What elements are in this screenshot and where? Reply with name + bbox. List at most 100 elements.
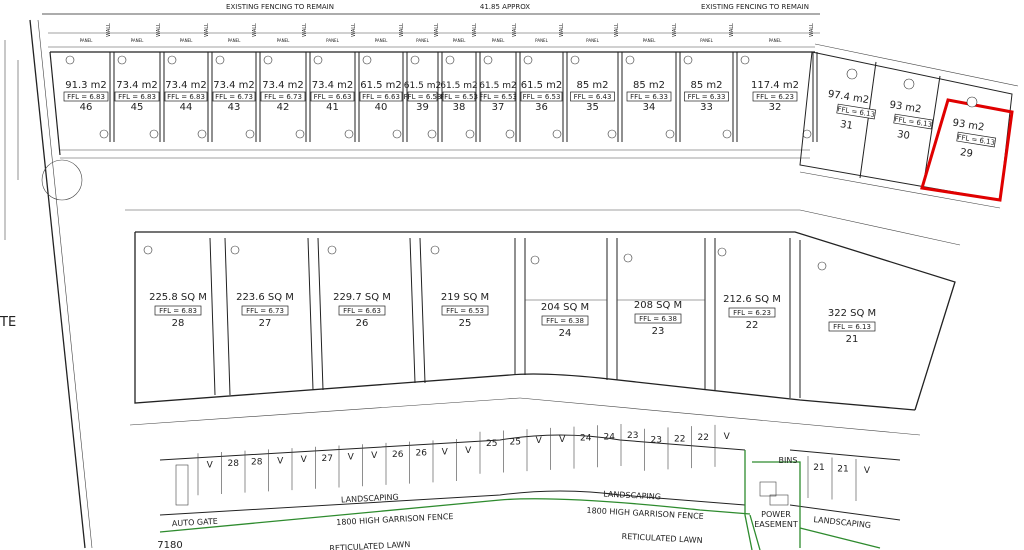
unit-number: 36: [535, 102, 548, 113]
panel-dim: PANEL: [453, 38, 466, 43]
ffl-box: FFL = 6.53: [440, 91, 478, 102]
landscaping-label-2: LANDSCAPING: [603, 489, 661, 501]
unit-area: 61.5 m2: [404, 81, 441, 91]
unit-number: 22: [746, 320, 759, 331]
ffl-box: FFL = 6.13: [893, 113, 934, 130]
panel-dim: PANEL: [416, 38, 429, 43]
wall-label: WALL: [614, 23, 620, 37]
parking-bay: 26: [385, 442, 404, 485]
parking-bay: 23: [620, 423, 638, 466]
unit-number: 38: [453, 102, 466, 113]
wall-label: WALL: [252, 23, 258, 37]
ffl-box-text: FFL = 6.33: [688, 93, 726, 101]
bay-label: V: [301, 455, 308, 465]
ffl-box: FFL = 6.73: [212, 91, 256, 102]
bay-label: V: [559, 435, 566, 445]
ffl-box: FFL = 6.63: [310, 91, 355, 102]
parking-bay: V: [268, 449, 284, 492]
unit-number: 24: [559, 328, 572, 339]
bay-label: V: [371, 451, 378, 461]
landscaping-label-1: LANDSCAPING: [341, 492, 399, 504]
unit-area: 61.5 m2: [360, 80, 402, 91]
ffl-box: FFL = 6.63: [338, 305, 386, 316]
wall-label: WALL: [729, 23, 735, 37]
ffl-box-text: FFL = 6.73: [246, 307, 284, 315]
unit-area: 91.3 m2: [65, 80, 107, 91]
unit-number: 44: [180, 102, 193, 113]
ffl-box: FFL = 6.83: [114, 91, 160, 102]
bay-label: V: [465, 446, 472, 456]
unit-number: 45: [131, 102, 144, 113]
wall-label: WALL: [672, 23, 678, 37]
ffl-box: FFL = 6.38: [541, 315, 589, 326]
fence-label-left: EXISTING FENCING TO REMAIN: [226, 3, 334, 11]
unit-area: 204 SQ M: [541, 302, 589, 313]
unit-number: 32: [769, 102, 782, 113]
bottom-dimension: 7180: [157, 540, 182, 550]
wall-label: WALL: [512, 23, 518, 37]
parking-bay: 28: [244, 450, 263, 493]
panel-dim: PANEL: [131, 38, 144, 43]
ffl-box-text: FFL = 6.33: [630, 93, 668, 101]
bay-label: V: [442, 447, 449, 457]
parking-bay: 23: [644, 428, 662, 471]
panel-dim: PANEL: [326, 38, 339, 43]
unit-area: 61.5 m2: [440, 81, 477, 91]
lawn-label-1: RETICULATED LAWN: [329, 540, 410, 550]
unit-number: 23: [652, 326, 665, 337]
unit-number: 31: [839, 119, 853, 132]
ffl-box: FFL = 6.33: [626, 91, 672, 102]
ffl-box-text: FFL = 6.83: [118, 93, 156, 101]
ffl-box-text: FFL = 6.53: [523, 93, 561, 101]
unit-number: 46: [80, 102, 93, 113]
ffl-box-text: FFL = 6.53: [404, 93, 442, 101]
unit-area: 229.7 SQ M: [333, 292, 391, 303]
panel-dim: PANEL: [535, 38, 548, 43]
unit-number: 33: [700, 102, 713, 113]
ffl-box-text: FFL = 6.23: [733, 309, 771, 317]
unit-area: 61.5 m2: [479, 81, 516, 91]
unit-area: 73.4 m2: [213, 80, 255, 91]
ffl-box-text: FFL = 6.38: [546, 317, 584, 325]
parking-bay: 21: [831, 457, 849, 500]
corner-units: [799, 43, 1019, 209]
panel-dim: PANEL: [492, 38, 505, 43]
ffl-box: FFL = 6.23: [728, 307, 776, 318]
bay-label: V: [207, 460, 214, 470]
auto-gate-label: AUTO GATE: [172, 517, 218, 528]
wall-label: WALL: [809, 23, 815, 37]
parking-bay: 24: [597, 425, 615, 468]
bay-label: V: [348, 453, 355, 463]
bay-label: 23: [627, 431, 638, 441]
wall-label: WALL: [351, 23, 357, 37]
wall-label: WALL: [434, 23, 440, 37]
ffl-box: FFL = 6.73: [241, 305, 289, 316]
parking-bay: V: [855, 459, 871, 501]
wall-label: WALL: [559, 23, 565, 37]
ffl-box: FFL = 6.43: [570, 91, 615, 102]
bay-label: V: [724, 432, 731, 442]
bay-label: 21: [813, 463, 824, 473]
unit-number: 43: [228, 102, 241, 113]
panel-dim: PANEL: [180, 38, 193, 43]
ffl-box: FFL = 6.23: [752, 91, 798, 102]
ffl-box-text: FFL = 6.73: [215, 93, 253, 101]
unit-number: 37: [492, 102, 505, 113]
ffl-box-text: FFL = 6.63: [362, 93, 400, 101]
bay-label: 23: [651, 436, 662, 446]
wall-label: WALL: [472, 23, 478, 37]
parking-bay: 24: [573, 426, 592, 469]
wall-label: WALL: [106, 23, 112, 37]
ffl-box: FFL = 6.73: [260, 91, 306, 102]
wall-label: WALL: [156, 23, 162, 37]
